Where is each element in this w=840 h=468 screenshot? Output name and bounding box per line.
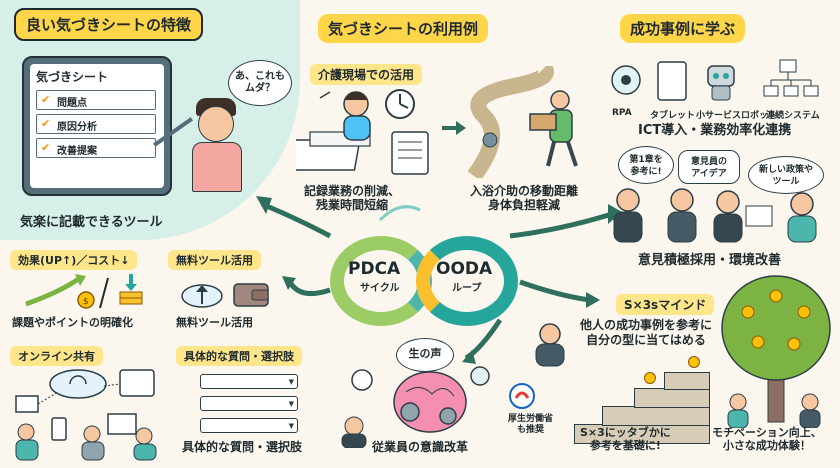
question-caption: 具体的な質問・選択肢 [182,440,303,454]
question-tag: 具体的な質問・選択肢 [176,346,302,366]
voice-bubble: 生の声 [396,338,454,372]
sheet-row-proposal: ✔改善提案 [36,138,156,158]
medal-icon [644,372,656,384]
speech-bubble-opinion: 意見員の アイデア [678,150,740,184]
header-learn-from-success: 成功事例に学ぶ [620,14,746,43]
ooda-loop-ring [416,236,518,326]
choice-select-1[interactable]: ▼ [200,374,298,389]
choice-select-2[interactable]: ▼ [200,396,298,411]
robot-icon [707,65,735,101]
tablet-icon [657,61,687,101]
ict-label-network: 連続システム [766,111,820,121]
rpa-icon [611,65,641,95]
awareness-sheet: 気づきシート ✔問題点 ✔原因分析 ✔改善提案 [30,64,164,188]
care-site-tag: 介護現場での活用 [310,64,423,85]
ooda-sub-label: ループ [452,283,482,294]
stair-step-3 [634,388,710,408]
network-icon [763,59,819,97]
ministry-recommend-caption: 厚生労働省 も推奨 [508,414,554,435]
ooda-label: OODA [436,259,493,279]
pdca-sub-label: サイクル [360,283,400,294]
check-icon: ✔ [41,93,51,106]
pdca-label: PDCA [348,259,401,279]
svg-text:$: $ [83,297,89,307]
mindset-reform-caption: 従業員の意識改革 [372,440,469,454]
choice-select-3[interactable]: ▼ [200,418,298,433]
header-sheet-usage: 気づきシートの利用例 [318,14,489,43]
ict-label-tablet: タブレット [650,111,696,121]
sheet-title: 気づきシート [36,70,109,84]
ict-label-rpa: RPA [612,108,632,118]
speech-bubble-waste: あ、これも ムダ？ [228,60,292,106]
ministry-logo-icon [509,383,535,409]
success-tree-illustration [721,275,831,428]
thinking-person-icon [535,323,565,367]
online-share-tag: オンライン共有 [10,346,103,366]
speech-bubble-policy: 新しい政策や ツール [748,156,824,194]
check-icon: ✔ [41,117,51,130]
free-tool-caption: 無料ツール活用 [176,316,253,329]
brain-gears-illustration [341,366,490,448]
stairs-caption: S×3にッタブかに 参考を基礎に! [580,426,671,452]
free-tool-tag: 無料ツール活用 [168,250,261,270]
header-good-sheet-features: 良い気づきシートの特徴 [14,8,204,41]
sheet-row-problem: ✔問題点 [36,90,156,110]
stair-step-4 [664,372,710,390]
ict-caption: ICT導入・業務効率化連携 [638,123,792,138]
mindset-description: 他人の成功事例を参考に 自分の型に当てはめる [580,318,713,347]
opinion-caption: 意見積極採用・環境改善 [638,253,782,268]
mindset-tag: S×3sマインド [616,294,715,315]
record-reduction-caption: 記録業務の削減、 残業時間短縮 [304,184,401,212]
effect-cost-tag: 効果(UP↑)／コスト↓ [10,250,138,270]
sheet-row-cause: ✔原因分析 [36,114,156,134]
team-discussion-illustration [613,188,817,243]
medal-icon [688,356,700,368]
online-share-illustration [15,369,157,461]
bath-assist-caption: 入浴介助の移動距離 身体負担軽減 [470,184,579,212]
ict-label-robot: 小サービスロボット [696,111,778,121]
speech-bubble-chapter: 第1章を 参考に! [618,146,674,184]
cloud-upload-icon [181,283,269,308]
growth-arrow-icon: $ [25,274,143,309]
easy-tool-caption: 気楽に記載できるツール [20,215,163,230]
right-arrow-icon [442,121,466,135]
bath-assist-path-illustration [467,66,578,178]
stair-step-2 [602,406,710,426]
ict-icons [611,59,819,101]
check-icon: ✔ [41,141,51,154]
effect-caption: 課題やポイントの明確化 [12,316,133,329]
overworked-worker-illustration [296,89,429,175]
tree-caption: モチベーション向上、 小さな成功体験！ [712,426,822,452]
